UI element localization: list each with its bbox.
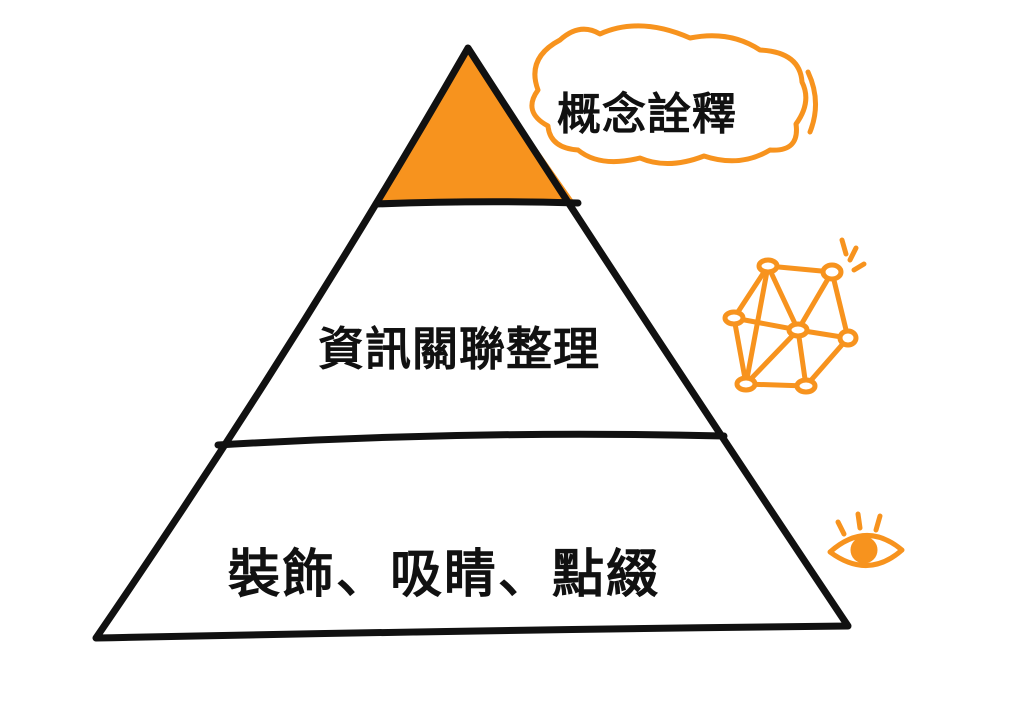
speech-cloud-icon — [529, 23, 818, 167]
network-cube-icon — [722, 237, 867, 395]
pyramid-outline — [92, 44, 852, 642]
pyramid-apex — [380, 50, 576, 204]
eye-icon — [827, 511, 905, 568]
divider-middle — [214, 430, 728, 449]
middle-level-label: 資訊關聯整理 — [318, 322, 600, 376]
bottom-level-label: 裝飾、吸睛、點綴 — [228, 545, 661, 605]
top-level-label: 概念詮釋 — [557, 89, 737, 140]
divider-top — [372, 198, 582, 208]
